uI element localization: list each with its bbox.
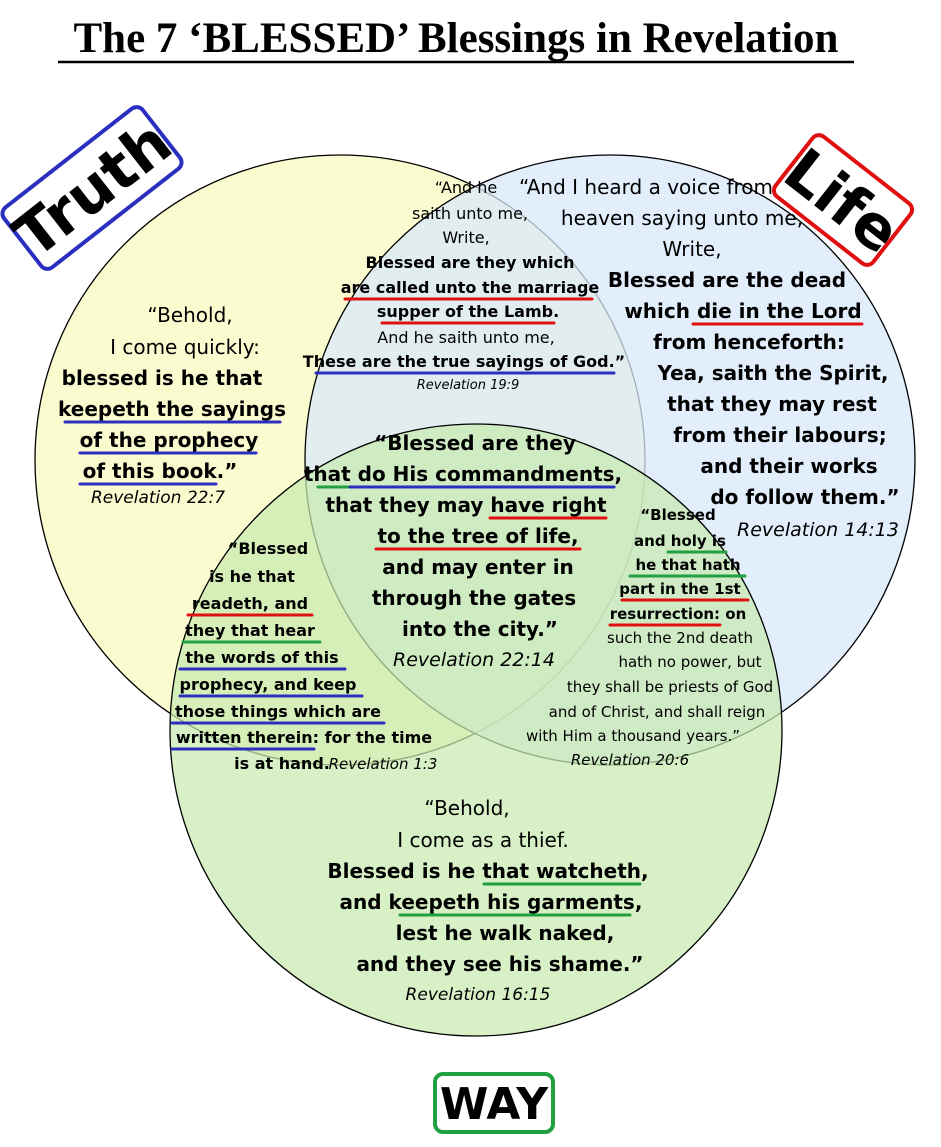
life-only-line-3: Write, [662, 237, 721, 261]
center-line-1: “Blessed are they [374, 431, 576, 455]
truth-life-line-5: are called unto the marriage [341, 278, 600, 297]
truth-only-line-1: “Behold, [147, 303, 232, 327]
way-only-reference: Revelation 16:15 [406, 985, 551, 1005]
truth-way-line-3: readeth, and [192, 594, 308, 613]
life-way-line-9: and of Christ, and shall reign [549, 703, 766, 721]
underlines-layer [63, 297, 864, 917]
way-label-group: WAY [433, 1072, 555, 1134]
truth-way-line-6: prophecy, and keep [180, 675, 357, 694]
center-line-2: that do His commandments, [304, 462, 622, 486]
passages-layer: “Behold, I come quickly: blessed is he tha… [58, 175, 900, 1005]
truth-only-line-6: of this book.” [83, 459, 238, 483]
truth-way-line-1: “Blessed [228, 539, 308, 558]
truth-life-line-3: Write, [442, 228, 489, 247]
way-only-line-3: Blessed is he that watcheth, [327, 859, 648, 883]
life-only-line-4: Blessed are the dead [608, 268, 846, 292]
truth-way-line-4: they that hear [185, 621, 315, 640]
life-way-line-10: with Him a thousand years.” [526, 727, 740, 745]
life-way-line-4: part in the 1st [619, 580, 740, 598]
truth-way-line-5: the words of this [185, 648, 338, 667]
life-way-line-1: “Blessed [640, 506, 715, 524]
life-only-line-11: do follow them.” [710, 485, 899, 509]
truth-only-line-5: of the prophecy [80, 428, 259, 452]
truth-only-line-2: I come quickly: [110, 335, 260, 359]
life-way-line-3: he that hath [635, 556, 740, 574]
life-only-line-2: heaven saying unto me, [561, 206, 803, 230]
center-line-3: that they may have right [325, 493, 606, 517]
way-label: WAY [440, 1079, 549, 1130]
truth-life-line-1: “And he [435, 178, 498, 197]
center-reference: Revelation 22:14 [393, 649, 555, 671]
truth-way-line-7: those things which are [175, 702, 381, 721]
life-only-line-10: and their works [700, 454, 877, 478]
way-only-line-2: I come as a thief. [397, 828, 569, 852]
life-only-line-9: from their labours; [673, 423, 887, 447]
way-label-box [433, 1072, 555, 1134]
truth-label-box [0, 105, 184, 271]
center-line-5: and may enter in [382, 555, 574, 579]
truth-way-line-8: written therein: for the time [176, 728, 432, 747]
truth-way-line-2: is he that [209, 567, 295, 586]
life-only-reference: Revelation 14:13 [737, 519, 899, 541]
truth-life-line-8: These are the true sayings of God.” [303, 352, 625, 371]
life-way-line-2: and holy is [634, 532, 726, 550]
center-line-7: into the city.” [402, 617, 558, 641]
truth-only-reference: Revelation 22:7 [91, 488, 225, 508]
life-way-line-6: such the 2nd death [607, 629, 753, 647]
page-title: The 7 ‘BLESSED’ Blessings in Revelation [74, 15, 839, 62]
life-way-reference: Revelation 20:6 [571, 751, 689, 769]
life-only-line-8: that they may rest [667, 392, 877, 416]
way-only-line-5: lest he walk naked, [396, 921, 615, 945]
truth-life-reference: Revelation 19:9 [417, 378, 520, 393]
life-only-line-6: from henceforth: [653, 330, 845, 354]
truth-way-reference: Revelation 1:3 [329, 755, 438, 773]
truth-only-line-3: blessed is he that [62, 366, 263, 390]
life-way-line-5: resurrection: on [610, 605, 747, 623]
life-only-line-5: which die in the Lord [624, 299, 861, 323]
way-only-line-4: and keepeth his garments, [340, 890, 643, 914]
way-only-line-1: “Behold, [424, 796, 509, 820]
life-way-line-7: hath no power, but [618, 653, 761, 671]
truth-only-line-4: keepeth the sayings [58, 397, 286, 421]
truth-life-line-2: saith unto me, [412, 204, 528, 223]
truth-life-line-6: supper of the Lamb. [377, 302, 559, 321]
center-line-4: to the tree of life, [377, 524, 578, 548]
way-only-line-6: and they see his shame.” [356, 952, 643, 976]
truth-way-line-9: is at hand. [234, 754, 330, 773]
life-only-line-7: Yea, saith the Spirit, [656, 361, 888, 385]
truth-life-line-7: And he saith unto me, [377, 328, 554, 347]
life-only-line-1: “And I heard a voice from [519, 175, 773, 199]
life-label-box [771, 133, 915, 267]
center-line-6: through the gates [372, 586, 576, 610]
life-way-line-8: they shall be priests of God [567, 678, 773, 696]
truth-life-line-4: Blessed are they which [366, 253, 575, 272]
